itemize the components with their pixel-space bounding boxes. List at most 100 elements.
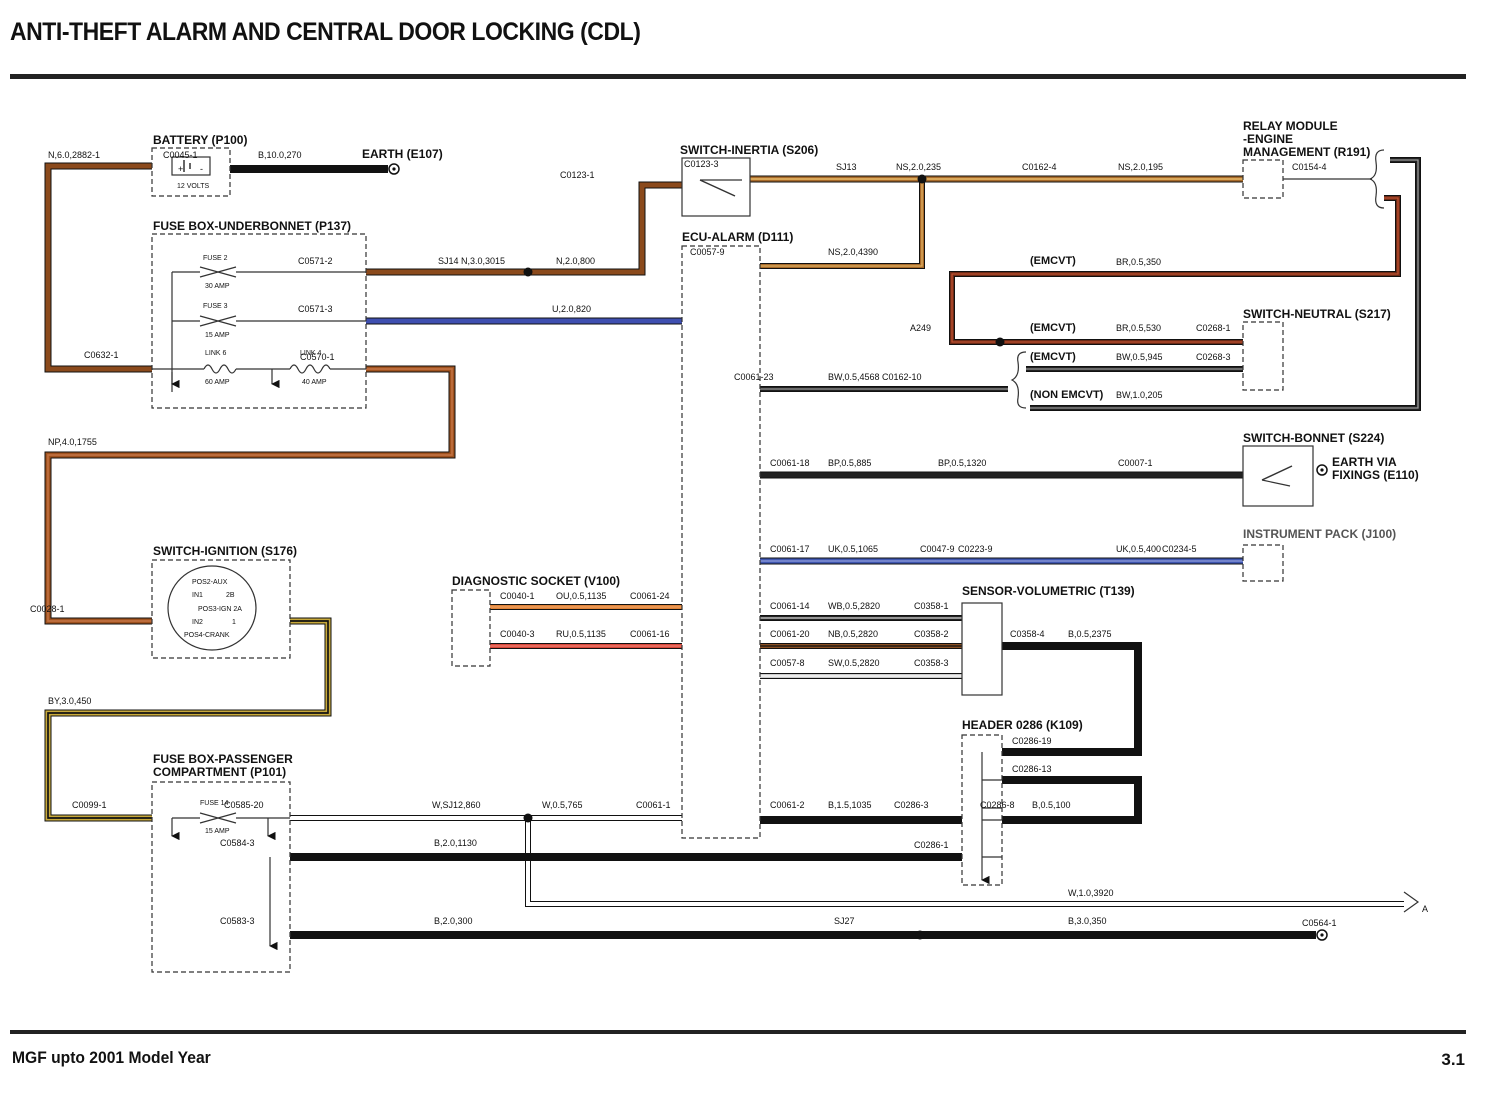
wire-n-battery-fuse (45, 163, 152, 372)
connector-label: C0061-17 (770, 544, 810, 554)
fuse-box-underbonnet-box (151, 233, 367, 409)
link4-amp-label: 40 AMP (302, 379, 327, 386)
fuse14-label: FUSE 14 (200, 800, 229, 807)
connector-label: C0162-10 (882, 372, 922, 382)
wire-label: W,0.5,765 (542, 800, 583, 810)
earth-e107-symbol (388, 163, 400, 175)
wire-label: UK,0.5,1065 (828, 544, 878, 554)
connector-label: C0047-9 (920, 544, 955, 554)
battery-volts-label: 12 VOLTS (177, 183, 209, 190)
connector-label: C0040-1 (500, 591, 535, 601)
page-title: ANTI-THEFT ALARM AND CENTRAL DOOR LOCKIN… (10, 18, 641, 46)
wire-label: B,3.0,350 (1068, 916, 1107, 926)
connector-label: C0061-20 (770, 629, 810, 639)
wire-by-ignition-fuse (45, 618, 331, 821)
fuse3-amp-label: 15 AMP (205, 332, 230, 339)
wire-label: BW,0.5,945 (1116, 352, 1163, 362)
wire-b-sensor-header (1002, 643, 1141, 755)
connector-label: C0061-16 (630, 629, 670, 639)
footer-model: MGF upto 2001 Model Year (12, 1048, 211, 1067)
wire-label: NS,2.0,195 (1118, 162, 1163, 172)
splice-sj12 (523, 813, 533, 823)
connector-label: C0358-3 (914, 658, 949, 668)
sensor-volumetric-label: SENSOR-VOLUMETRIC (T139) (962, 584, 1135, 598)
connector-label: C0123-1 (560, 170, 595, 180)
wire-label: BR,0.5,350 (1116, 257, 1161, 267)
wire-n-fuse-inertia (366, 182, 682, 275)
wire-label: SJ13 (836, 162, 857, 172)
ign-2b-label: 2B (226, 592, 235, 599)
wire-by-ignition-fuse-outline (44, 617, 332, 822)
relay-module-box (1242, 149, 1385, 209)
wire-label: SJ14 N,3.0,3015 (438, 256, 505, 266)
connector-label: C0154-4 (1292, 162, 1327, 172)
connector-label: C0162-4 (1022, 162, 1057, 172)
non-emcvt-label: (NON EMCVT) (1030, 389, 1104, 401)
connector-label: C0061-24 (630, 591, 670, 601)
connector-label: C0571-2 (298, 256, 333, 266)
ign-in2-label: IN2 (192, 619, 203, 626)
connector-label: C0286-3 (894, 800, 929, 810)
earth-e107-label: EARTH (E107) (362, 147, 443, 161)
link6-amp-label: 60 AMP (205, 379, 230, 386)
header-0286-box (961, 734, 1003, 886)
fuse3-label: FUSE 3 (203, 303, 228, 310)
ecu-alarm-label: ECU-ALARM (D111) (682, 230, 793, 244)
ecu-alarm-box (681, 245, 761, 839)
battery-label: BATTERY (P100) (153, 133, 247, 147)
wire-label: NS,2.0,235 (896, 162, 941, 172)
wire-bw-non-emcvt-tracer (1030, 159, 1419, 409)
wire-label: B,1.5,1035 (828, 800, 872, 810)
relay-module-label-1: RELAY MODULE (1243, 119, 1338, 133)
wire-label: SJ27 (834, 916, 855, 926)
wire-w-junction-a (526, 818, 1404, 906)
ign-pos4-label: POS4-CRANK (184, 632, 230, 639)
wire-label: BP,0.5,885 (828, 458, 871, 468)
wire-label: BW,0.5,4568 (828, 372, 880, 382)
ign-1-label: 1 (232, 619, 236, 626)
arrow-a-label: A (1422, 904, 1428, 914)
fuse2-label: FUSE 2 (203, 255, 228, 262)
connector-label: A249 (910, 323, 931, 333)
connector-label: C0057-8 (770, 658, 805, 668)
connector-label: C0007-1 (1118, 458, 1153, 468)
connector-label: C0358-1 (914, 601, 949, 611)
ign-pos2-label: POS2-AUX (192, 579, 228, 586)
wire-ns-junction-ecu-tracer (760, 179, 923, 267)
wire-label: NP,4.0,1755 (48, 437, 97, 447)
switch-neutral-label: SWITCH-NEUTRAL (S217) (1243, 307, 1391, 321)
battery-plus-label: + (178, 164, 183, 174)
fuse2-amp-label: 30 AMP (205, 283, 230, 290)
connector-label: C0223-9 (958, 544, 993, 554)
connector-label: C0570-1 (300, 352, 335, 362)
connector-label: C0061-1 (636, 800, 671, 810)
earth-fixings-label-2: FIXINGS (E110) (1332, 468, 1419, 482)
battery-box (151, 147, 231, 197)
wire-b-header-loop (1002, 777, 1141, 823)
splice-sj27 (915, 930, 925, 940)
wire-label: B,10.0,270 (258, 150, 302, 160)
connector-label: C0632-1 (84, 350, 119, 360)
wires-group (44, 157, 1421, 940)
wire-label: B,2.0,300 (434, 916, 473, 926)
wire-label: BR,0.5,530 (1116, 323, 1161, 333)
wire-by-ignition-fuse-tracer (47, 620, 329, 819)
connector-label: C0286-19 (1012, 736, 1052, 746)
wire-label: WB,0.5,2820 (828, 601, 880, 611)
battery-minus-label: - (200, 164, 203, 174)
connector-label: C0268-3 (1196, 352, 1231, 362)
switch-bonnet-label: SWITCH-BONNET (S224) (1243, 431, 1384, 445)
wire-label: SW,0.5,2820 (828, 658, 880, 668)
connector-label: C0028-1 (30, 604, 65, 614)
wire-label: W,SJ12,860 (432, 800, 481, 810)
splice-a249 (995, 337, 1005, 347)
relay-module-label-3: MANAGEMENT (R191) (1243, 145, 1370, 159)
wire-label: U,2.0,820 (552, 304, 591, 314)
wire-label: NS,2.0,4390 (828, 247, 878, 257)
connector-label: C0286-13 (1012, 764, 1052, 774)
switch-bonnet-box (1242, 445, 1328, 507)
fuse-box-passenger-box (151, 781, 291, 973)
wire-label: UK,0.5,400 (1116, 544, 1161, 554)
relay-module-label-2: -ENGINE (1243, 132, 1293, 146)
